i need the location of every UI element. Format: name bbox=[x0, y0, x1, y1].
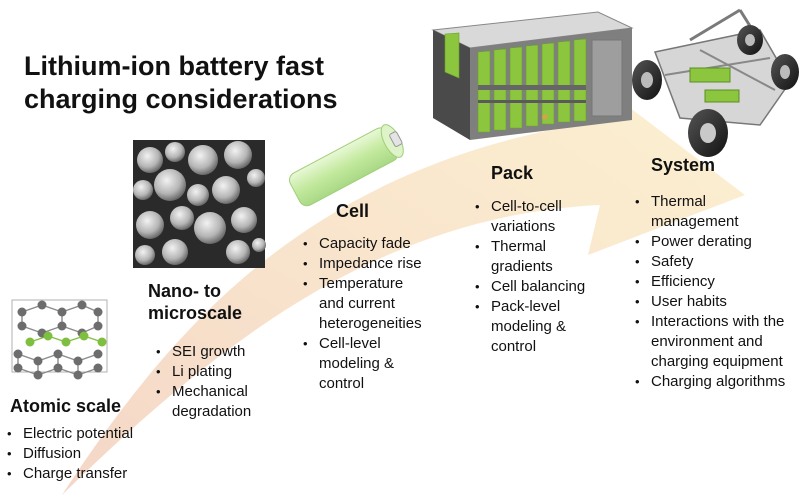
atom-nodes bbox=[13, 300, 107, 380]
list-item-text: Thermal bbox=[651, 193, 707, 210]
system-heading-text: System bbox=[651, 155, 716, 175]
list-item: SEI growth bbox=[153, 342, 251, 362]
list-item-text: Power derating bbox=[651, 233, 752, 250]
list-item: Electric potential bbox=[4, 424, 133, 444]
cylindrical-cell-image bbox=[289, 124, 404, 207]
list-item-text: and current bbox=[319, 295, 395, 312]
pack-heading: Pack bbox=[491, 162, 533, 184]
list-item-text: modeling & bbox=[491, 318, 567, 335]
nano-microscale-list: SEI growth Li plating Mechanical degrada… bbox=[153, 342, 251, 422]
list-item-text: Electric potential bbox=[23, 425, 134, 442]
list-item-text: Diffusion bbox=[23, 445, 82, 462]
list-item-text: gradients bbox=[491, 258, 553, 275]
cell-heading: Cell bbox=[336, 200, 369, 222]
list-item: Temperature and current heterogeneities bbox=[300, 274, 422, 334]
list-item: Safety bbox=[632, 252, 785, 272]
list-item: Cell-level modeling & control bbox=[300, 334, 422, 394]
list-item: Diffusion bbox=[4, 444, 133, 464]
sem-micrograph-image bbox=[133, 140, 266, 268]
atomic-scale-heading: Atomic scale bbox=[10, 395, 121, 417]
list-item-text: variations bbox=[491, 218, 556, 235]
nano-microscale-heading: Nano- to microscale bbox=[148, 280, 242, 324]
list-item-text: Temperature bbox=[319, 275, 404, 292]
diagram-title: Lithium-ion battery fast charging consid… bbox=[24, 50, 384, 116]
list-item-text: Cell balancing bbox=[491, 278, 586, 295]
list-item: Mechanical degradation bbox=[153, 382, 251, 422]
list-item-text: charging equipment bbox=[651, 353, 783, 370]
list-item-text: Cell-level bbox=[319, 335, 381, 352]
list-item: Charging algorithms bbox=[632, 372, 785, 392]
list-item-text: Impedance rise bbox=[319, 255, 422, 272]
list-item-text: Charge transfer bbox=[23, 465, 128, 482]
list-item-text: environment and bbox=[651, 333, 763, 350]
list-item-text: Capacity fade bbox=[319, 235, 411, 252]
atomic-scale-heading-text: Atomic scale bbox=[10, 396, 122, 416]
title-line-2: charging considerations bbox=[24, 84, 338, 114]
list-item-text: management bbox=[651, 213, 739, 230]
list-item-text: Thermal bbox=[491, 238, 547, 255]
pack-heading-text: Pack bbox=[491, 163, 534, 183]
list-item: Efficiency bbox=[632, 272, 785, 292]
cell-list: Capacity fade Impedance rise Temperature… bbox=[300, 234, 422, 394]
list-item-text: degradation bbox=[172, 403, 252, 420]
list-item: Cell balancing bbox=[472, 277, 585, 297]
list-item-text: SEI growth bbox=[172, 343, 246, 360]
list-item: Cell-to-cell variations bbox=[472, 197, 585, 237]
list-item-text: control bbox=[319, 375, 365, 392]
list-item: Pack-level modeling & control bbox=[472, 297, 585, 357]
list-item: Power derating bbox=[632, 232, 785, 252]
list-item-text: Pack-level bbox=[491, 298, 561, 315]
atomic-scale-list: Electric potential Diffusion Charge tran… bbox=[4, 424, 133, 484]
list-item-text: control bbox=[491, 338, 537, 355]
battery-pack-image bbox=[431, 11, 634, 140]
title-line-1: Lithium-ion battery fast bbox=[24, 51, 325, 81]
system-heading: System bbox=[651, 154, 715, 176]
list-item-text: Mechanical bbox=[172, 383, 248, 400]
progression-arrow bbox=[62, 70, 745, 495]
list-item-text: Li plating bbox=[172, 363, 233, 380]
list-item-text: Safety bbox=[651, 253, 694, 270]
race-car-image bbox=[632, 8, 799, 157]
list-item-text: User habits bbox=[651, 293, 727, 310]
list-item-text: heterogeneities bbox=[319, 315, 422, 332]
list-item-text: Interactions with the bbox=[651, 313, 785, 330]
list-item: Thermal management bbox=[632, 192, 785, 232]
list-item: User habits bbox=[632, 292, 785, 312]
system-list: Thermal management Power derating Safety… bbox=[632, 192, 785, 392]
heading-line: Nano- to bbox=[148, 281, 221, 301]
heading-line: microscale bbox=[148, 303, 243, 323]
list-item-text: Cell-to-cell bbox=[491, 198, 562, 215]
cell-heading-text: Cell bbox=[336, 201, 370, 221]
list-item: Interactions with the environment and ch… bbox=[632, 312, 785, 372]
list-item: Impedance rise bbox=[300, 254, 422, 274]
list-item: Li plating bbox=[153, 362, 251, 382]
list-item: Capacity fade bbox=[300, 234, 422, 254]
list-item-text: modeling & bbox=[319, 355, 395, 372]
pack-list: Cell-to-cell variations Thermal gradient… bbox=[472, 197, 585, 357]
list-item-text: Efficiency bbox=[651, 273, 715, 290]
list-item: Charge transfer bbox=[4, 464, 133, 484]
list-item-text: Charging algorithms bbox=[651, 373, 786, 390]
list-item: Thermal gradients bbox=[472, 237, 585, 277]
